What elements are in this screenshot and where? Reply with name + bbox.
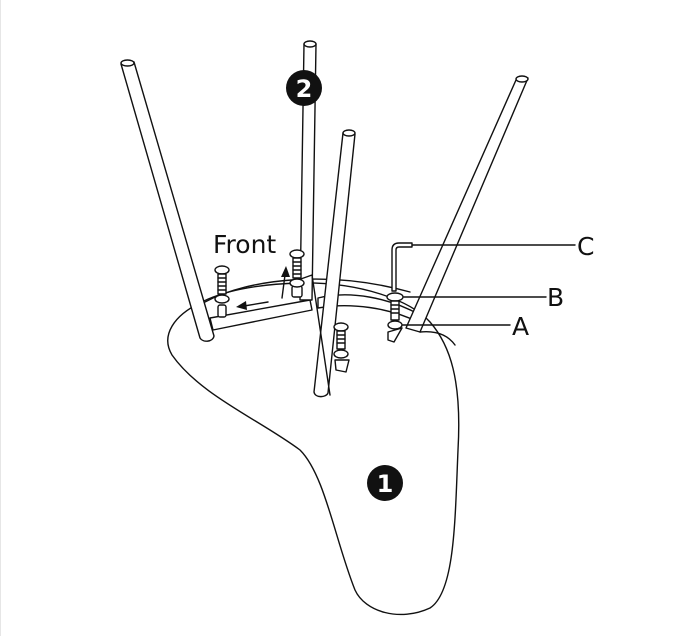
svg-text:2: 2 [296,75,313,103]
bracket-slot [217,304,227,318]
leg-front-middle [297,129,356,398]
hex-key-c [391,242,413,292]
bolt [289,249,305,288]
bracket [334,359,350,373]
step-marker-2: 2 [286,70,322,106]
frame-rail-left [209,299,313,331]
bolt-b [386,292,404,330]
leg-back [299,40,317,301]
leg-back-right [405,75,529,346]
washer-a [387,320,403,330]
direction-arrow-left [236,301,269,310]
svg-text:1: 1 [377,470,394,498]
direction-arrow-up [281,266,290,299]
callout-c: C [577,232,594,261]
callout-b: B [547,283,564,312]
leg-front-left [120,59,215,342]
bolt [333,322,349,359]
bolt [214,265,230,304]
step-marker-1: 1 [367,465,403,501]
seat-shell [167,282,460,616]
callout-a: A [512,312,529,341]
front-label: Front [213,230,276,259]
